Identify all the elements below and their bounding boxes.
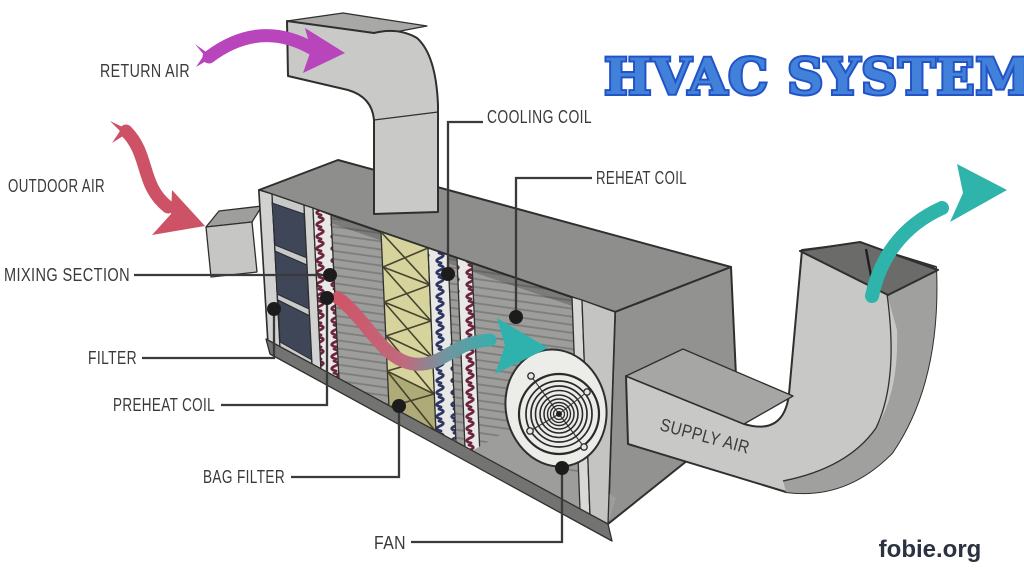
label-preheat-coil: PREHEAT COIL	[113, 395, 215, 415]
label-fan: FAN	[374, 533, 406, 553]
return-air-duct	[286, 12, 439, 215]
unit-base	[265, 338, 613, 542]
air-handling-unit	[258, 159, 739, 542]
outdoor-air-arrow	[110, 121, 205, 235]
label-filter: FILTER	[88, 348, 137, 368]
mixing-section-panels	[271, 193, 313, 366]
label-bag-filter: BAG FILTER	[203, 467, 285, 487]
supply-air-arrow	[865, 164, 1007, 303]
label-outdoor-air: OUTDOOR AIR	[8, 176, 105, 196]
outdoor-air-intake	[205, 205, 263, 278]
label-return-air: RETURN AIR	[100, 61, 190, 81]
fan	[504, 348, 608, 468]
return-air-arrow	[195, 28, 345, 73]
bag-filter	[380, 231, 437, 433]
watermark: fobie.org	[879, 536, 982, 563]
label-mixing-section: MIXING SECTION	[4, 265, 130, 285]
page-title: HVAC SYSTEM	[604, 47, 1024, 106]
leader-lines	[134, 120, 592, 544]
label-reheat-coil: REHEAT COIL	[596, 168, 687, 188]
supply-air-duct	[625, 241, 939, 495]
airflow-arrow	[331, 291, 548, 374]
label-cooling-coil: COOLING COIL	[487, 107, 592, 127]
